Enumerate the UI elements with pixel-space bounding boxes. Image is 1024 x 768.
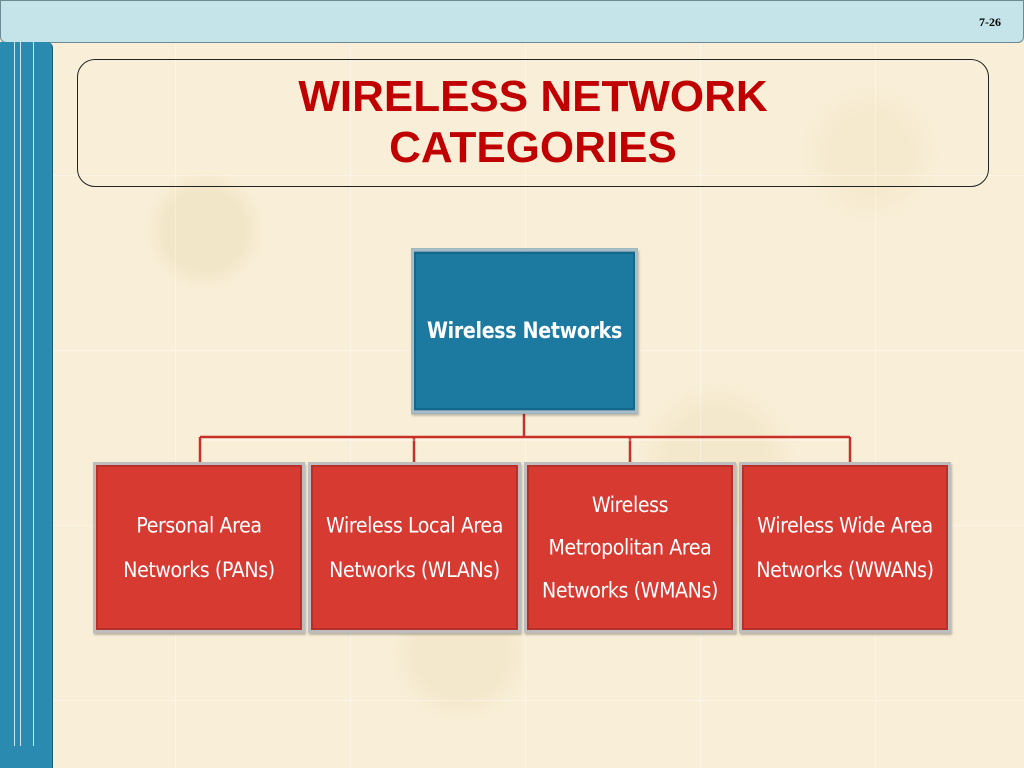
title-box: WIRELESS NETWORK CATEGORIES [77, 59, 989, 187]
title-line-2: CATEGORIES [389, 123, 677, 172]
sidebar-line [33, 42, 34, 746]
slide-number: 7-26 [979, 15, 1001, 29]
node-label-wlans: Wireless Local Area Networks (WLANs) [326, 512, 503, 583]
node-label-wmans: Wireless Metropolitan Area Networks (WMA… [542, 492, 718, 603]
left-sidebar-bar [0, 42, 53, 768]
diagram-node-wmans: Wireless Metropolitan Area Networks (WMA… [524, 462, 736, 633]
diagram-node-wlans: Wireless Local Area Networks (WLANs) [308, 462, 521, 633]
root-label: Wireless Networks [426, 318, 623, 344]
slide-title: WIRELESS NETWORK CATEGORIES [298, 71, 767, 173]
node-label-wwans: Wireless Wide Area Networks (WWANs) [756, 512, 934, 583]
node-label-pans: Personal Area Networks (PANs) [123, 512, 275, 583]
sidebar-line [14, 42, 15, 746]
diagram-root-wireless-networks: Wireless Networks [411, 248, 638, 414]
sidebar-line [20, 42, 21, 746]
diagram-node-wwans: Wireless Wide Area Networks (WWANs) [739, 462, 951, 633]
title-line-1: WIRELESS NETWORK [298, 72, 768, 121]
diagram-node-pans: Personal Area Networks (PANs) [93, 462, 305, 633]
